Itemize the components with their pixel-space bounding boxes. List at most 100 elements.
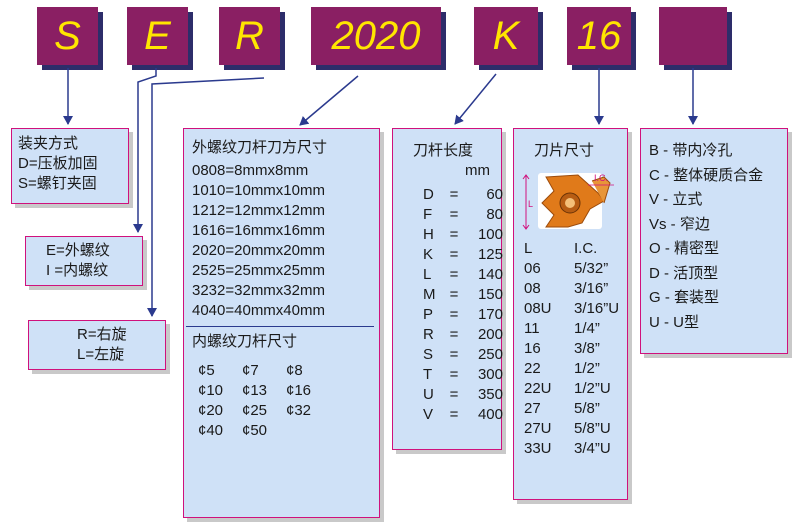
suffix-line: U - U型 (649, 313, 699, 331)
shank-size-line: 2020=20mmx20mm (192, 242, 325, 259)
shank-size-line: 2525=25mmx25mm (192, 262, 325, 279)
panel-clamping: 装夹方式 D=压板加固 S=螺钉夹固 (11, 128, 129, 204)
code-size-2020: 2020 (331, 14, 421, 58)
shank-size-title: 外螺纹刀杆刀方尺寸 (192, 139, 328, 156)
arrow-thread-dir (133, 68, 157, 233)
diameter-value: ¢25 (242, 402, 268, 419)
length-value: 300 (477, 366, 503, 383)
suffix-line: D - 活顶型 (649, 264, 719, 282)
code-box-k: K (474, 7, 538, 65)
length-row: V=400 (423, 405, 503, 425)
insert-l: 27U (524, 420, 552, 437)
code-letter-e: E (144, 14, 171, 58)
length-code: U (423, 386, 434, 403)
insert-diagram: L I.C. (522, 173, 614, 230)
diameter-value: ¢16 (286, 382, 312, 399)
length-row: H=100 (423, 225, 503, 245)
length-eq: = (449, 386, 459, 403)
length-code: R (423, 326, 434, 343)
insert-ic: 1/2”U (574, 380, 611, 397)
insert-l: 22 (524, 360, 541, 377)
insert-l: 22U (524, 380, 552, 397)
insert-ic: 1/2” (574, 360, 600, 377)
insert-ic: 1/4” (574, 320, 600, 337)
length-row: T=300 (423, 365, 503, 385)
code-box-2020: 2020 (311, 7, 441, 65)
shank-size-line: 1010=10mmx10mm (192, 182, 325, 199)
diameter-row: ¢10 ¢13 ¢16 (198, 381, 379, 401)
internal-shank-title: 内螺纹刀杆尺寸 (192, 333, 298, 350)
length-row: M=150 (423, 285, 503, 305)
length-row: S=250 (423, 345, 503, 365)
insert-ic-label: I.C. (594, 173, 608, 183)
code-letter-r: R (235, 14, 264, 58)
length-eq: = (449, 286, 459, 303)
diameter-value: ¢40 (198, 422, 224, 439)
length-code: T (423, 366, 433, 383)
panel-hand: R=右旋 L=左旋 (28, 320, 166, 370)
length-row: D=60 (423, 185, 503, 205)
length-eq: = (449, 246, 459, 263)
length-code: K (423, 246, 434, 263)
length-code: V (423, 406, 434, 423)
code-box-e: E (127, 7, 188, 65)
length-value: 80 (486, 206, 503, 223)
shank-size-line: 4040=40mmx40mm (192, 302, 325, 319)
length-row: R = 200 (423, 325, 503, 345)
diameter-value: ¢32 (286, 402, 312, 419)
length-row: P=170 (423, 305, 503, 325)
panel-suffix: B - 带内冷孔 C - 整体硬质合金 V - 立式 Vs - 窄边 O - 精… (640, 128, 788, 354)
length-value: 60 (486, 186, 503, 203)
code-size-16: 16 (576, 14, 622, 58)
insert-l-label: L (528, 199, 533, 209)
suffix-line: O - 精密型 (649, 240, 719, 257)
suffix-line: V - 立式 (649, 191, 703, 208)
length-eq: = (449, 266, 459, 283)
diameter-value: ¢8 (286, 362, 303, 379)
length-eq: = (449, 186, 459, 203)
length-code: H (423, 226, 434, 243)
insert-ic: 3/16”U (574, 300, 620, 317)
panel-shank-size: 外螺纹刀杆刀方尺寸 0808=8mmx8mm 1010=10mmx10mm 12… (183, 128, 380, 518)
shank-length-unit: mm (465, 162, 490, 179)
diameter-value: ¢50 (242, 422, 268, 439)
insert-ic: 3/8” (574, 340, 600, 357)
insert-l: 11 (524, 320, 540, 337)
code-box-s: S (37, 7, 98, 65)
diameter-value (286, 421, 330, 441)
length-code: L (423, 266, 432, 283)
diameter-row: ¢20 ¢25 ¢32 (198, 401, 379, 421)
arrow-shank-length (454, 73, 497, 125)
code-box-r: R (219, 7, 280, 65)
insert-row: 27U 5/8”U (524, 419, 627, 439)
diameter-value: ¢10 (198, 382, 224, 399)
length-value: 125 (477, 246, 503, 263)
suffix-line: Vs - 窄边 (649, 215, 710, 233)
code-letter-k: K (492, 14, 520, 58)
length-value: 100 (477, 226, 503, 243)
length-code: S (423, 346, 434, 363)
insert-ic: 5/8”U (574, 420, 611, 437)
insert-ic: 3/4”U (574, 440, 611, 457)
length-eq: = (449, 326, 459, 343)
insert-ic: 5/32” (574, 260, 609, 277)
length-value: 200 (477, 326, 503, 343)
arrow-hand (147, 77, 265, 317)
clamping-title: 装夹方式 (18, 135, 79, 152)
insert-l: 08 (524, 280, 541, 297)
diameter-value: ¢13 (242, 382, 268, 399)
insert-row: 22U 1/2”U (524, 379, 627, 399)
panel-shank-length: 刀杆长度 mm D=60 F=80 H=100 K=125 L=140 M=15… (392, 128, 503, 450)
insert-size-title: 刀片尺寸 (534, 142, 595, 159)
length-row: L=140 (423, 265, 503, 285)
shank-size-line: 1616=16mmx16mm (192, 222, 325, 239)
code-letter-s: S (54, 14, 81, 58)
length-eq: = (449, 206, 459, 223)
shank-size-line: 3232=32mmx32mm (192, 282, 325, 299)
